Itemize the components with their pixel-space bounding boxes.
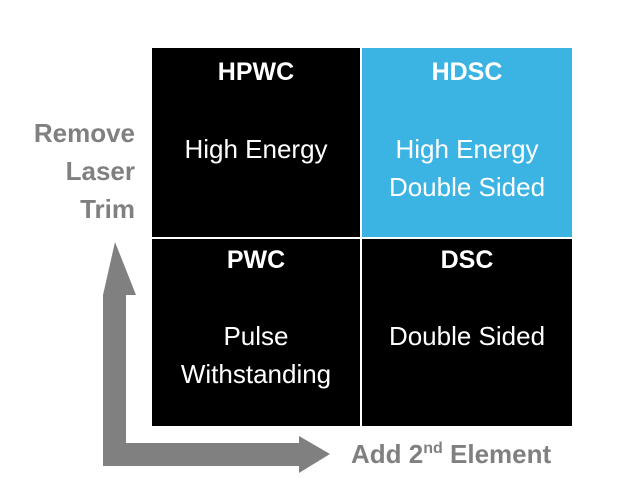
quadrant-pwc-description: Pulse Withstanding [180,321,332,389]
x-axis-label-superscript: nd [423,440,443,457]
quadrant-pwc-title: PWC [226,246,286,274]
quadrant-hdsc: HDSC High Energy Double Sided [362,48,572,237]
quadrant-hpwc-title: HPWC [217,58,295,86]
quadrant-dsc-title: DSC [440,246,494,274]
quadrant-dsc: DSC Double Sided [362,239,572,426]
x-axis-label-prefix: Add 2 [351,439,424,469]
quadrant-hpwc-description: High Energy [184,134,328,164]
y-axis-label: Remove Laser Trim [33,118,135,224]
quadrant-hdsc-title: HDSC [431,58,503,86]
quadrant-pwc: PWC Pulse Withstanding [152,239,360,426]
quadrant-dsc-description: Double Sided [388,321,546,351]
axis-arrow-shape [103,242,330,473]
quadrant-hpwc: HPWC High Energy [152,48,360,237]
x-axis-label: Add 2nd Element [351,437,551,471]
x-axis-label-suffix: Element [442,439,552,469]
quadrant-hdsc-description: High Energy Double Sided [388,134,546,202]
